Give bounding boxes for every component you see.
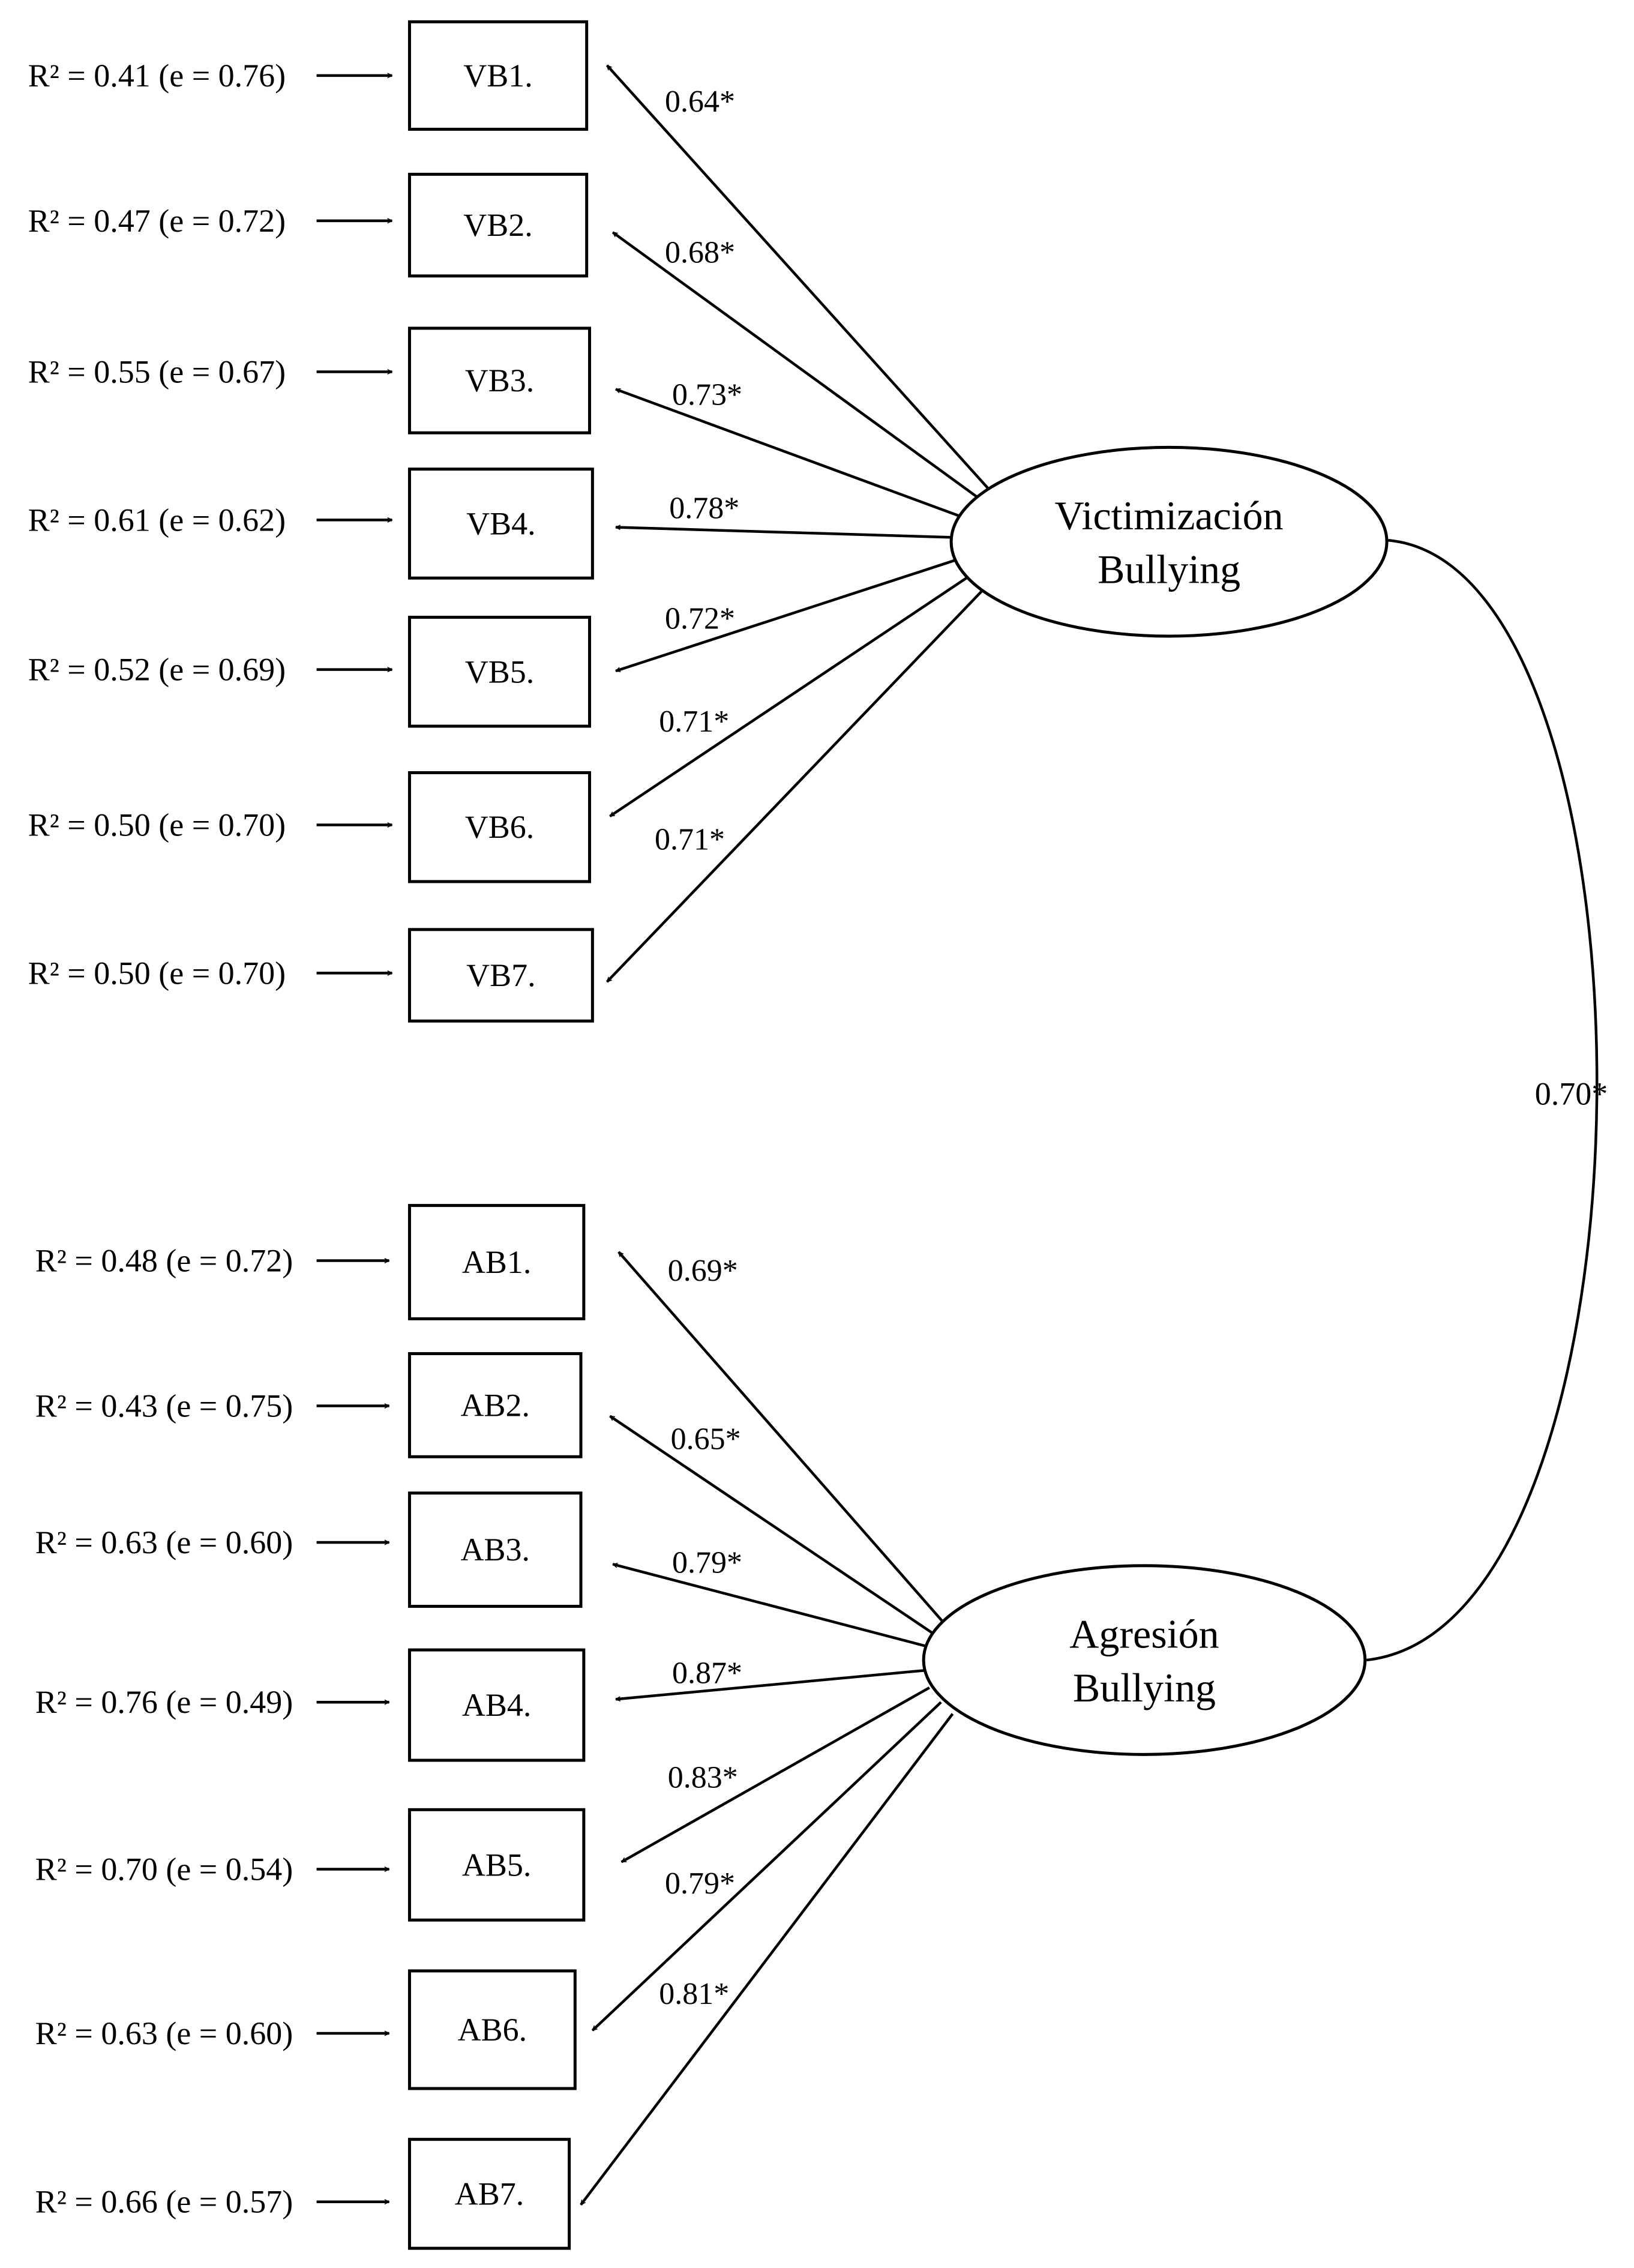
item-label-ab5: AB5. (462, 1847, 532, 1883)
item-box-ab2 (407, 1352, 583, 1458)
loading-arrow-vb7 (605, 587, 986, 983)
loading-arrow-ab7 (580, 1713, 954, 2206)
factor-name-1-line2: Bullying (1098, 547, 1240, 592)
loading-arrow-ab2 (610, 1415, 939, 1638)
loading-label-vb6: 0.71* (659, 705, 729, 739)
r2-label-vb5: R² = 0.52 (e = 0.69) (28, 652, 286, 688)
r2-label-ab7: R² = 0.66 (e = 0.57) (35, 2184, 293, 2220)
item-label-ab7: AB7. (455, 2176, 524, 2212)
loading-arrow-vb1 (605, 64, 992, 492)
r2-label-vb4: R² = 0.61 (e = 0.62) (28, 502, 286, 538)
item-box-vb7 (407, 928, 594, 1023)
r2-label-vb7: R² = 0.50 (e = 0.70) (28, 955, 286, 991)
item-label-vb2: VB2. (463, 207, 533, 243)
loading-label-ab6: 0.79* (665, 1866, 735, 1901)
loading-arrow-vb6 (610, 573, 974, 817)
item-box-ab4 (407, 1648, 586, 1762)
loading-label-ab7: 0.81* (659, 1977, 729, 2011)
correlation-label: 0.70* (1535, 1075, 1608, 1111)
loading-label-vb1: 0.64* (665, 85, 735, 119)
item-label-ab4: AB4. (462, 1687, 532, 1723)
item-box-ab1 (407, 1204, 586, 1320)
loading-label-ab1: 0.69* (668, 1254, 738, 1288)
loading-label-vb4: 0.78* (669, 492, 739, 526)
r2-label-vb2: R² = 0.47 (e = 0.72) (28, 203, 286, 239)
item-label-ab2: AB2. (460, 1387, 530, 1423)
loading-arrow-ab5 (622, 1686, 930, 1863)
r2-label-ab2: R² = 0.43 (e = 0.75) (35, 1388, 293, 1424)
item-box-ab7 (407, 2138, 571, 2250)
item-box-vb4 (407, 468, 594, 580)
loading-arrow-vb5 (616, 558, 959, 673)
item-box-vb6 (407, 771, 592, 883)
item-box-ab3 (407, 1491, 583, 1608)
loading-label-ab4: 0.87* (672, 1656, 742, 1690)
factor-name-1-line1: Victimización (1055, 493, 1284, 538)
item-box-vb3 (407, 326, 592, 435)
item-label-vb1: VB1. (463, 58, 533, 94)
loading-label-vb7: 0.71* (655, 822, 725, 856)
item-box-ab6 (407, 1969, 577, 2090)
item-box-vb1 (407, 20, 589, 131)
loading-label-ab5: 0.83* (668, 1761, 738, 1795)
loading-arrow-ab1 (617, 1251, 951, 1631)
item-label-ab1: AB1. (462, 1244, 532, 1280)
loading-arrow-vb4 (616, 527, 953, 539)
factor-ellipse-1 (949, 445, 1389, 638)
factor-name-2-line2: Bullying (1073, 1665, 1216, 1710)
correlation-curve (1366, 539, 1599, 1662)
r2-label-ab5: R² = 0.70 (e = 0.54) (35, 1851, 293, 1887)
r2-label-ab4: R² = 0.76 (e = 0.49) (35, 1684, 293, 1720)
r2-label-vb3: R² = 0.55 (e = 0.67) (28, 354, 286, 390)
loading-label-vb2: 0.68* (665, 236, 735, 270)
item-label-ab3: AB3. (460, 1532, 530, 1568)
item-label-vb5: VB5. (465, 654, 535, 690)
loading-label-vb3: 0.73* (672, 378, 742, 412)
item-label-vb4: VB4. (466, 505, 536, 541)
item-box-ab5 (407, 1808, 586, 1922)
item-label-vb6: VB6. (465, 809, 535, 845)
r2-label-ab3: R² = 0.63 (e = 0.60) (35, 1524, 293, 1560)
factor-ellipse-2 (922, 1564, 1367, 1756)
loading-arrow-ab3 (613, 1564, 930, 1649)
loading-label-vb5: 0.72* (665, 601, 735, 636)
item-box-vb5 (407, 616, 592, 728)
r2-label-ab6: R² = 0.63 (e = 0.60) (35, 2015, 293, 2051)
r2-label-ab1: R² = 0.48 (e = 0.72) (35, 1243, 293, 1279)
loading-arrow-ab6 (591, 1701, 942, 2032)
r2-label-vb6: R² = 0.50 (e = 0.70) (28, 807, 286, 843)
factor-name-2-line1: Agresión (1069, 1611, 1219, 1657)
loading-arrow-vb3 (616, 388, 959, 517)
r2-label-vb1: R² = 0.41 (e = 0.76) (28, 58, 286, 94)
item-label-vb3: VB3. (465, 362, 535, 399)
loading-label-ab2: 0.65* (671, 1422, 741, 1457)
item-label-ab6: AB6. (458, 2012, 527, 2048)
loading-label-ab3: 0.79* (672, 1545, 742, 1580)
item-label-vb7: VB7. (466, 957, 536, 993)
item-box-vb2 (407, 172, 589, 278)
loading-arrow-ab4 (616, 1668, 927, 1699)
loading-arrow-vb2 (611, 231, 980, 499)
